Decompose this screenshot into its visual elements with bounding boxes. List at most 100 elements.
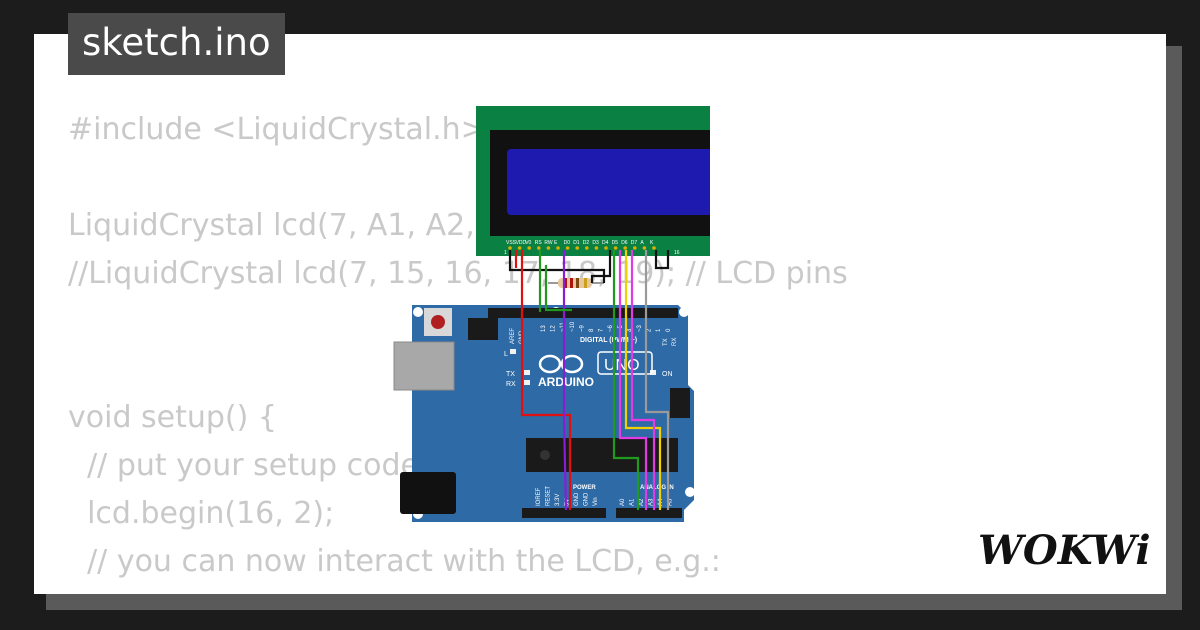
power-pin-label: GND	[584, 492, 590, 506]
code-line: lcd.begin(16, 2);	[68, 496, 335, 531]
digital-pin-label: ~3	[637, 324, 643, 332]
code-line: //LiquidCrystal lcd(7, 15, 16, 17, 18, 1…	[68, 256, 848, 291]
wokwi-logo: WOKWi	[978, 527, 1150, 574]
filename-tab[interactable]: sketch.ino	[68, 13, 285, 75]
lcd-pin[interactable]	[652, 246, 656, 250]
mount-hole	[413, 307, 423, 317]
lcd-pin-label: VSS	[506, 240, 517, 246]
power-pin-label: RESET	[546, 486, 552, 506]
analog-pin-label: A3	[649, 498, 655, 506]
code-line: #include <LiquidCrystal.h>	[68, 112, 486, 147]
lcd-pin-label: RS	[535, 240, 543, 246]
lcd-pin[interactable]	[527, 246, 531, 250]
wire-d6	[624, 250, 662, 510]
wire-d5	[618, 250, 648, 510]
wire-d6b	[630, 250, 656, 510]
lcd-pin[interactable]	[594, 246, 599, 250]
lcd-pin-label: E	[554, 240, 558, 246]
rx-pin-label: RX	[672, 338, 678, 346]
power-pin-label: 3.3V	[555, 494, 561, 506]
digital-pin-label: 2	[647, 328, 653, 332]
wokwi-logo-text: WOKWi	[978, 527, 1150, 574]
resistor-band	[564, 278, 567, 288]
wire-rw	[544, 265, 572, 312]
led-tx	[524, 370, 530, 375]
tx-pin-label: TX	[663, 338, 669, 346]
icsp-header	[468, 318, 498, 340]
lcd-pin-label: D2	[583, 240, 590, 246]
digital-header	[488, 308, 678, 318]
label-tx: TX	[506, 371, 515, 378]
label-rx: RX	[506, 381, 516, 388]
analog-header	[616, 508, 682, 518]
code-line: void setup() {	[68, 400, 277, 435]
digital-pin-label: 0	[666, 328, 672, 332]
arduino-model: UNO	[604, 357, 640, 374]
arduino-uno-board[interactable]: L TX RX ON DIGITAL (PWM ~) ARDUINO UNO P…	[393, 305, 695, 522]
digital-pin-label: ~10	[570, 321, 576, 332]
analog-pin-label: A2	[639, 498, 645, 506]
lcd-pin-label: A	[640, 240, 644, 246]
lcd-pin-label: RW	[544, 240, 553, 246]
wires	[508, 250, 670, 511]
led-rx	[524, 380, 530, 385]
lcd-pin-label: D7	[631, 240, 638, 246]
analog-label: ANALOG IN	[640, 485, 674, 491]
lcd-pin[interactable]	[537, 246, 541, 250]
code-preview: #include <LiquidCrystal.h>LiquidCrystal …	[68, 106, 848, 594]
wire-a	[590, 250, 612, 283]
digital-pin-label: 13	[541, 325, 547, 332]
lcd-pin[interactable]	[623, 246, 627, 250]
lcd-pin[interactable]	[556, 246, 560, 250]
wire-k	[654, 250, 670, 270]
analog-pin-label: A1	[630, 498, 636, 506]
lcd-pin[interactable]	[613, 246, 618, 250]
wire-d7	[644, 250, 670, 510]
digital-pin-label: 7	[599, 328, 605, 332]
resistor-band	[576, 278, 579, 288]
lcd-pin[interactable]	[585, 246, 589, 250]
lcd-pin[interactable]	[546, 246, 551, 250]
lcd-pin-label: D4	[602, 240, 609, 246]
power-pin-label: 5V	[565, 499, 571, 506]
power-header	[522, 508, 606, 518]
digital-pin-label: 12	[551, 325, 557, 332]
lcd-pin[interactable]	[565, 246, 570, 250]
usb-port	[393, 341, 455, 391]
power-pin-label: IOREF	[536, 487, 542, 506]
lcd-pin[interactable]	[604, 246, 608, 250]
digital-pin-label: 4	[627, 328, 633, 332]
lcd-pin[interactable]	[642, 246, 647, 250]
code-line: // you can now interact with the LCD, e.…	[68, 544, 721, 579]
lcd-pin-label: D0	[564, 240, 571, 246]
power-pin-label: Vin	[593, 497, 599, 506]
chip-notch	[540, 450, 550, 460]
arduino-brand: ARDUINO	[538, 375, 594, 389]
wire-d4	[612, 250, 640, 510]
wire-e	[562, 250, 568, 511]
lcd-pin1-label: 1	[504, 250, 507, 256]
lcd-pin-label: D3	[592, 240, 599, 246]
power-label: POWER	[573, 485, 596, 491]
lcd-pin[interactable]	[575, 246, 579, 250]
lcd-pin[interactable]	[633, 246, 637, 250]
resistor-band	[584, 278, 587, 288]
label-l: L	[504, 351, 508, 358]
resistor[interactable]	[548, 278, 604, 288]
power-pin-label: GND	[574, 492, 580, 506]
lcd-pin[interactable]	[517, 246, 522, 250]
mount-hole	[685, 487, 695, 497]
led-l	[510, 349, 516, 354]
label-on: ON	[662, 371, 673, 378]
lcd-pin-label: VDD	[516, 240, 527, 246]
lcd-pin-label: D6	[621, 240, 628, 246]
digital-label: DIGITAL (PWM ~)	[580, 337, 637, 344]
wire-5v	[520, 250, 572, 510]
digital-pin-label: ~6	[608, 324, 614, 332]
analog-pin-label: A0	[620, 498, 626, 506]
lcd-pin[interactable]	[508, 246, 512, 250]
atmega-chip	[526, 438, 678, 472]
